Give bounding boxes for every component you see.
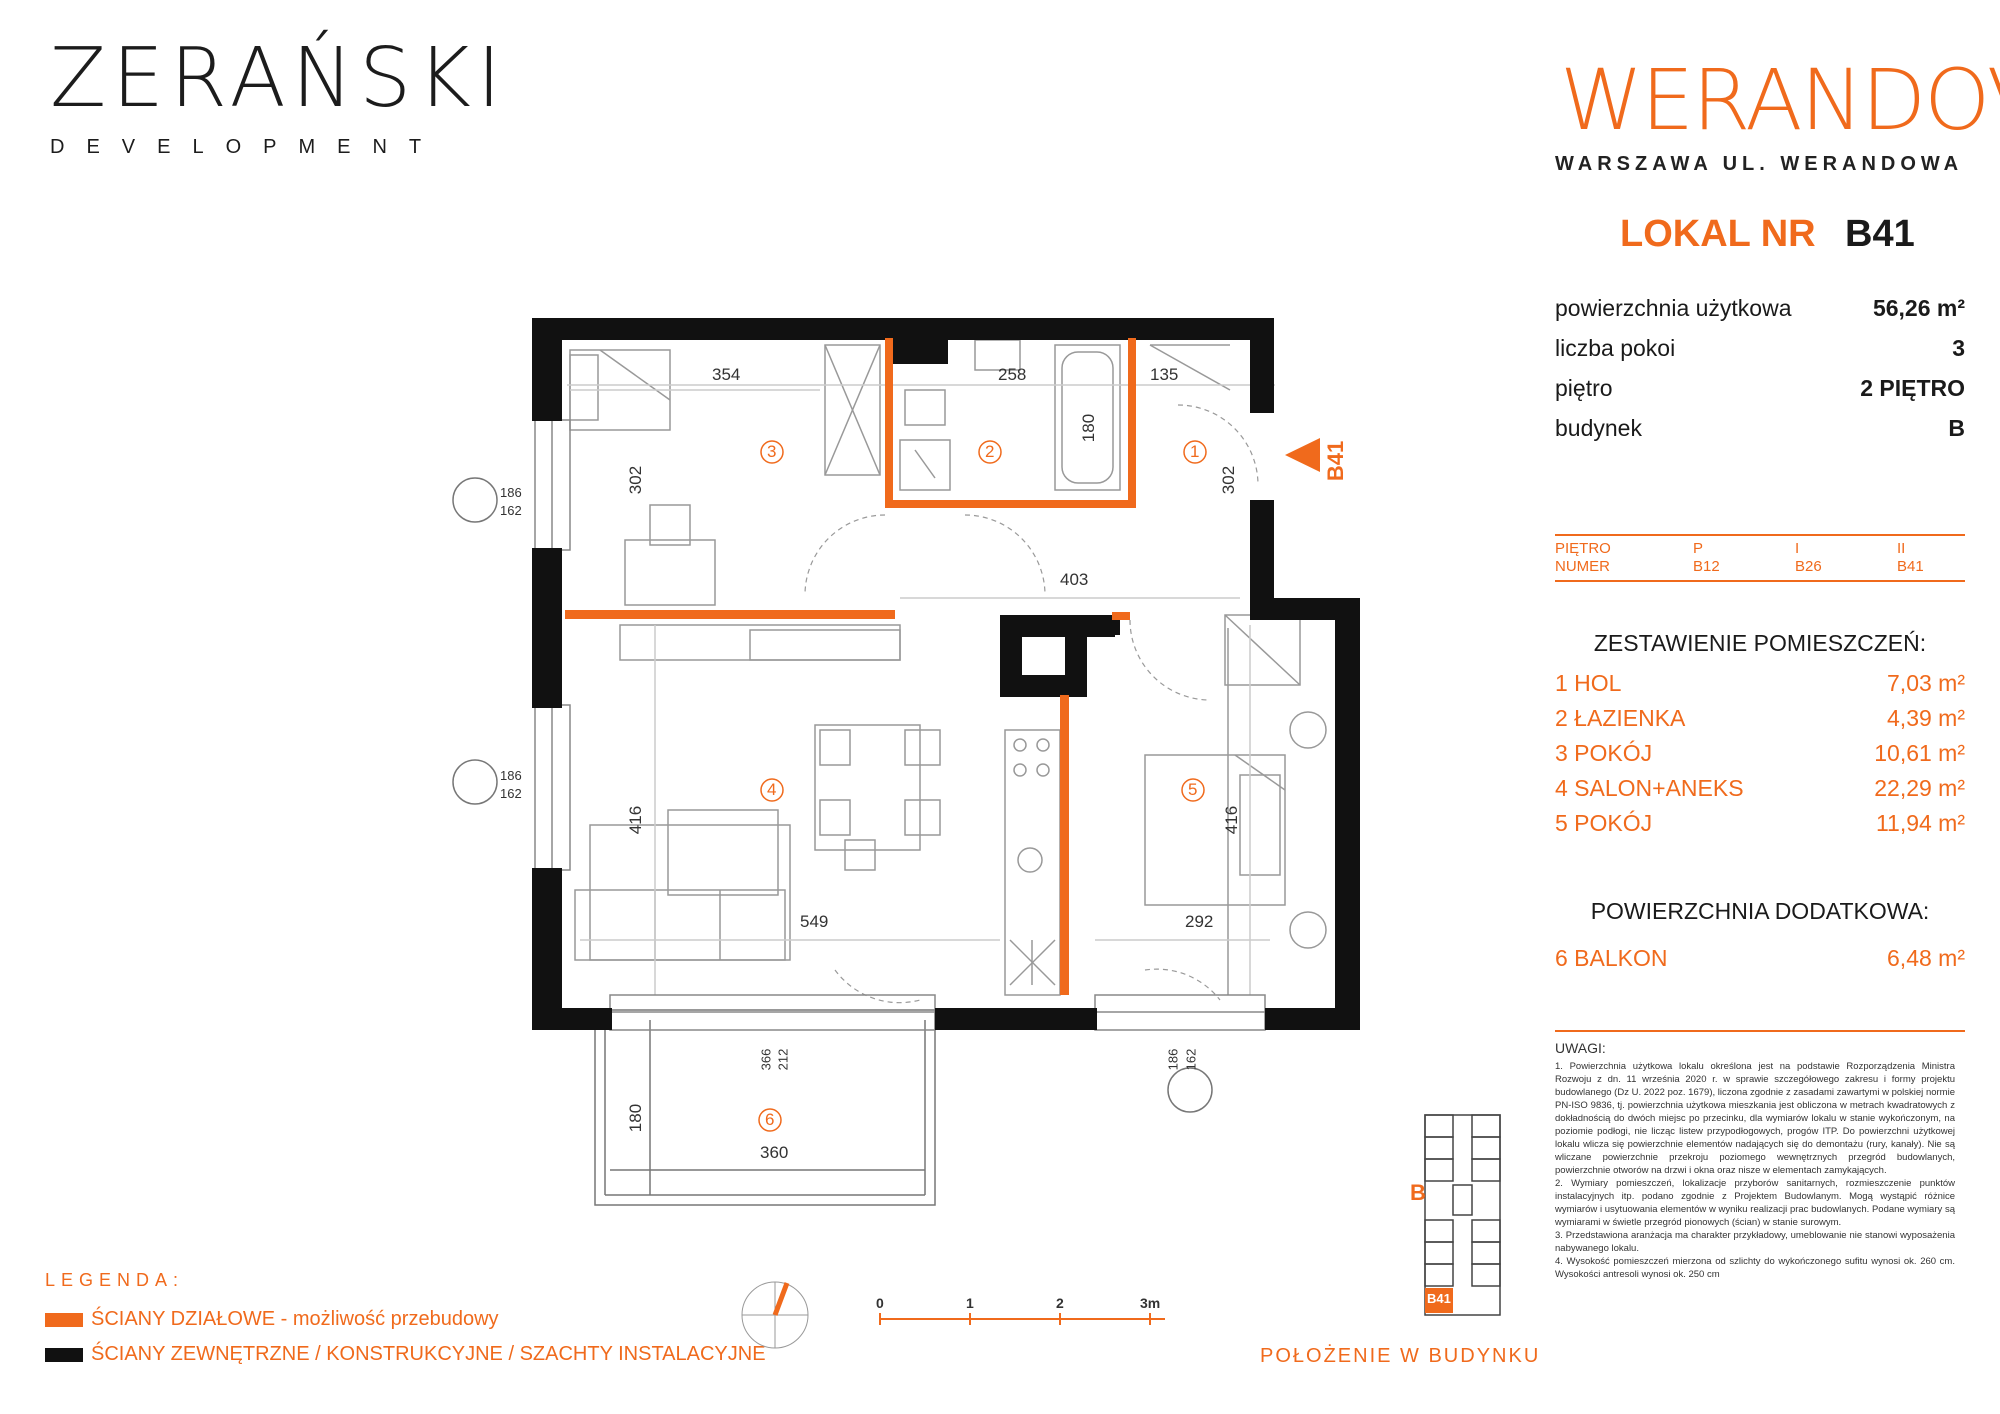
furniture xyxy=(567,339,1327,1195)
divider xyxy=(1555,1030,1965,1032)
north-arrow-icon xyxy=(741,1281,809,1349)
room-row: 6 BALKON 6,48 m² xyxy=(1555,945,1965,981)
entry-arrow-icon xyxy=(1285,438,1320,472)
partition-walls xyxy=(565,338,1136,995)
room-row: 1 HOL 7,03 m² xyxy=(1555,670,1965,706)
floor-table: PIĘTRO NUMER P B12 I B26 II B41 xyxy=(1555,540,1965,580)
room-area: 4,39 m² xyxy=(1887,705,1965,731)
room-number-markers xyxy=(758,440,1207,1132)
note: 4. Wysokość pomieszczeń mierzona od szli… xyxy=(1555,1256,1955,1280)
scale-bar xyxy=(879,1313,1165,1325)
unit-marker: B41 xyxy=(1427,1291,1451,1306)
info-row-rooms: liczba pokoi 3 xyxy=(1555,335,1965,371)
note: 3. Przedstawiona aranżacja ma charakter … xyxy=(1555,1230,1955,1254)
info-value: 2 PIĘTRO xyxy=(1860,375,1965,401)
room-label: 1 HOL xyxy=(1555,670,1622,696)
scale-label: 0 xyxy=(876,1295,884,1311)
room-label: 2 ŁAZIENKA xyxy=(1555,705,1686,731)
divider xyxy=(1555,534,1965,536)
number-row-label: NUMER xyxy=(1555,558,1610,575)
balcony-outline xyxy=(594,1009,936,1206)
info-label: liczba pokoi xyxy=(1555,335,1676,361)
note: 1. Powierzchnia użytkowa lokalu określon… xyxy=(1555,1061,1955,1176)
number-cell: B41 xyxy=(1897,558,1924,575)
floor-cell: II xyxy=(1897,540,1906,557)
room-label: 3 POKÓJ xyxy=(1555,740,1653,766)
room-area: 6,48 m² xyxy=(1887,945,1965,971)
room-row: 5 POKÓJ 11,94 m² xyxy=(1555,810,1965,846)
info-value: 3 xyxy=(1952,335,1965,361)
info-value: 56,26 m² xyxy=(1872,295,1965,321)
number-cell: B12 xyxy=(1693,558,1720,575)
info-row-area: powierzchnia użytkowa 56,26 m² xyxy=(1555,295,1965,331)
door-swings xyxy=(804,404,1259,1004)
floor-cell: I xyxy=(1795,540,1800,557)
room-area: 7,03 m² xyxy=(1887,670,1965,696)
developer-logo: ZERAŃSKI xyxy=(50,31,508,126)
building-position-label: POŁOŻENIE W BUDYNKU xyxy=(1260,1345,1541,1367)
notes: 1. Powierzchnia użytkowa lokalu określon… xyxy=(1555,1060,1955,1281)
info-row-building: budynek B xyxy=(1555,415,1965,451)
extra-title: POWIERZCHNIA DODATKOWA: xyxy=(1590,898,1930,924)
scale-label: 1 xyxy=(966,1295,974,1311)
legend-swatch-orange xyxy=(45,1312,83,1327)
info-label: piętro xyxy=(1555,375,1613,401)
info-label: powierzchnia użytkowa xyxy=(1555,295,1792,321)
info-value: B xyxy=(1948,415,1965,441)
room-area: 11,94 m² xyxy=(1875,810,1965,836)
notes-title: UWAGI: xyxy=(1555,1040,1606,1056)
project-logo: WERANDOVA xyxy=(1560,51,2000,149)
scale-label: 3m xyxy=(1140,1295,1161,1311)
legend-structural: ŚCIANY ZEWNĘTRZNE / KONSTRUKCYJNE / SZAC… xyxy=(45,1343,766,1366)
room-label: 6 BALKON xyxy=(1555,945,1668,971)
room-row: 4 SALON+ANEKS 22,29 m² xyxy=(1555,775,1965,811)
floor-cell: P xyxy=(1693,540,1704,557)
divider xyxy=(1555,580,1965,582)
legend-swatch-black xyxy=(45,1347,83,1362)
room-area: 22,29 m² xyxy=(1874,775,1965,801)
room-area: 10,61 m² xyxy=(1874,740,1965,766)
window-markers xyxy=(452,477,1213,1113)
room-label: 5 POKÓJ xyxy=(1555,810,1653,836)
scale-label: 2 xyxy=(1056,1295,1064,1311)
note: 2. Wymiary pomieszczeń, lokalizacje przy… xyxy=(1555,1178,1955,1228)
legend-partition: ŚCIANY DZIAŁOWE - możliwość przebudowy xyxy=(45,1308,499,1331)
info-row-floor: piętro 2 PIĘTRO xyxy=(1555,375,1965,411)
rooms-title: ZESTAWIENIE POMIESZCZEŃ: xyxy=(1593,630,1927,656)
building-letter: B xyxy=(1410,1180,1426,1205)
legend-label: ŚCIANY ZEWNĘTRZNE / KONSTRUKCYJNE / SZAC… xyxy=(91,1343,766,1365)
room-label: 4 SALON+ANEKS xyxy=(1555,775,1744,801)
structural-walls xyxy=(532,318,1360,1030)
floor-row-label: PIĘTRO xyxy=(1555,540,1611,557)
developer-logo-sub: DEVELOPMENT xyxy=(50,136,444,158)
project-address: WARSZAWA UL. WERANDOWA xyxy=(1555,153,1964,175)
number-cell: B26 xyxy=(1795,558,1822,575)
info-label: budynek xyxy=(1555,415,1642,441)
room-row: 2 ŁAZIENKA 4,39 m² xyxy=(1555,705,1965,741)
room-row: 3 POKÓJ 10,61 m² xyxy=(1555,740,1965,776)
unit-label: LOKAL NR xyxy=(1620,213,1816,255)
legend-title: LEGENDA: xyxy=(45,1270,185,1290)
unit-number: B41 xyxy=(1845,213,1915,255)
building-position-map xyxy=(1424,1114,1501,1316)
legend-label: ŚCIANY DZIAŁOWE - możliwość przebudowy xyxy=(91,1308,499,1330)
